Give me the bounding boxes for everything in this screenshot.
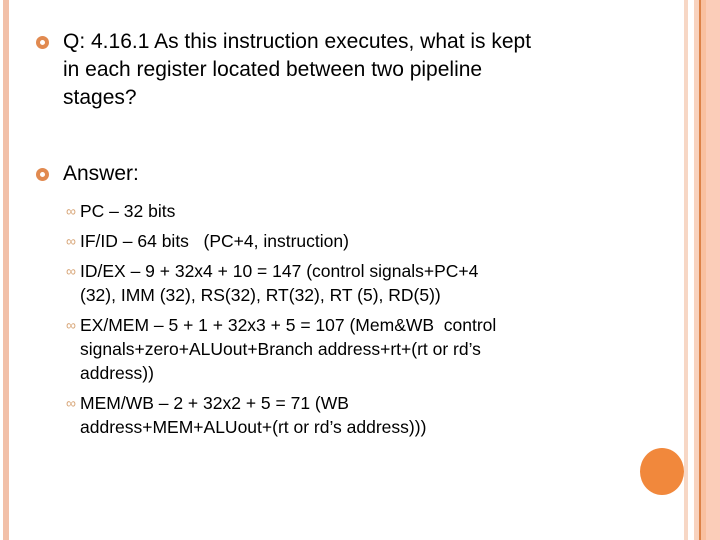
text-line: MEM/WB – 2 + 32x2 + 5 = 71 (WB bbox=[80, 393, 349, 413]
right-border-stripe-1 bbox=[684, 0, 688, 540]
ring-bullet-icon bbox=[36, 168, 49, 181]
bullet-item: Answer: bbox=[36, 160, 676, 188]
sub-bullet-item: ∞IF/ID – 64 bits (PC+4, instruction) bbox=[66, 229, 676, 253]
loops-bullet-icon: ∞ bbox=[66, 233, 76, 249]
text-line: EX/MEM – 5 + 1 + 32x3 + 5 = 107 (Mem&WB … bbox=[80, 315, 497, 335]
right-border-stripe-4 bbox=[701, 0, 706, 540]
sub-bullet-item: ∞ID/EX – 9 + 32x4 + 10 = 147 (control si… bbox=[66, 259, 676, 307]
bullet-icon-cell bbox=[36, 28, 63, 49]
bullet-text: PC – 32 bits bbox=[80, 199, 676, 223]
text-line: address)) bbox=[80, 363, 154, 383]
right-border-stripe-3 bbox=[699, 0, 701, 540]
bullet-icon-cell: ∞ bbox=[66, 391, 80, 415]
sub-bullet-item: ∞MEM/WB – 2 + 32x2 + 5 = 71 (WB address+M… bbox=[66, 391, 676, 439]
bullet-icon-cell: ∞ bbox=[66, 199, 80, 223]
text-line: stages? bbox=[63, 86, 137, 109]
accent-circle bbox=[640, 448, 684, 495]
sub-bullet-item: ∞EX/MEM – 5 + 1 + 32x3 + 5 = 107 (Mem&WB… bbox=[66, 313, 676, 385]
bullet-text: EX/MEM – 5 + 1 + 32x3 + 5 = 107 (Mem&WB … bbox=[80, 313, 676, 385]
loops-bullet-icon: ∞ bbox=[66, 263, 76, 279]
loops-bullet-icon: ∞ bbox=[66, 395, 76, 411]
bullet-text: ID/EX – 9 + 32x4 + 10 = 147 (control sig… bbox=[80, 259, 676, 307]
text-line: PC – 32 bits bbox=[80, 201, 176, 221]
bullet-item: Q: 4.16.1 As this instruction executes, … bbox=[36, 28, 676, 112]
text-line: ID/EX – 9 + 32x4 + 10 = 147 (control sig… bbox=[80, 261, 479, 281]
left-border-stripe bbox=[3, 0, 9, 540]
bullet-icon-cell: ∞ bbox=[66, 259, 80, 283]
loops-bullet-icon: ∞ bbox=[66, 203, 76, 219]
text-line: IF/ID – 64 bits (PC+4, instruction) bbox=[80, 231, 349, 251]
ring-bullet-icon bbox=[36, 36, 49, 49]
text-line: (32), IMM (32), RS(32), RT(32), RT (5), … bbox=[80, 285, 441, 305]
text-line: in each register located between two pip… bbox=[63, 58, 483, 81]
right-border-stripe-2 bbox=[694, 0, 699, 540]
bullet-text: Answer: bbox=[63, 160, 676, 188]
bullet-list: Q: 4.16.1 As this instruction executes, … bbox=[36, 28, 676, 439]
bullet-icon-cell: ∞ bbox=[66, 229, 80, 253]
text-line: signals+zero+ALUout+Branch address+rt+(r… bbox=[80, 339, 481, 359]
bullet-text: MEM/WB – 2 + 32x2 + 5 = 71 (WB address+ME… bbox=[80, 391, 676, 439]
bullet-icon-cell: ∞ bbox=[66, 313, 80, 337]
bullet-text: IF/ID – 64 bits (PC+4, instruction) bbox=[80, 229, 676, 253]
text-line: Answer: bbox=[63, 162, 139, 185]
bullet-text: Q: 4.16.1 As this instruction executes, … bbox=[63, 28, 676, 112]
sub-bullet-item: ∞PC – 32 bits bbox=[66, 199, 676, 223]
loops-bullet-icon: ∞ bbox=[66, 317, 76, 333]
text-line: Q: 4.16.1 As this instruction executes, … bbox=[63, 30, 532, 53]
bullet-icon-cell bbox=[36, 160, 63, 181]
right-border-stripe-5 bbox=[706, 0, 720, 540]
text-line: address+MEM+ALUout+(rt or rd’s address))… bbox=[80, 417, 427, 437]
